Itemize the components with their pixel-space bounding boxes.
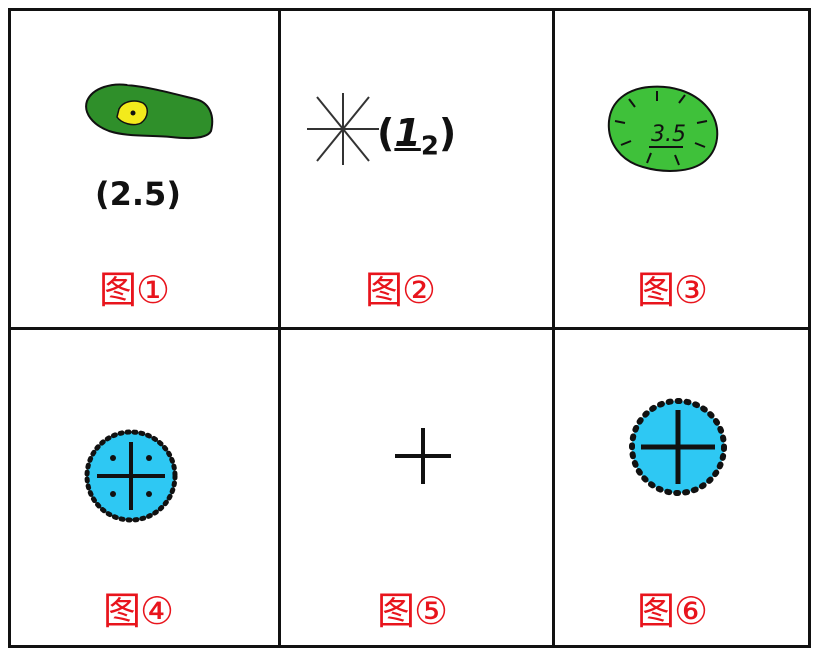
- label-sub: 2: [420, 131, 439, 162]
- figure-caption: 图②: [365, 268, 436, 312]
- figure-caption: 图③: [637, 268, 708, 312]
- figure-caption: 图④: [103, 589, 174, 633]
- cell-3: 3.5 图③: [555, 11, 811, 327]
- figure-caption: 图①: [99, 268, 170, 312]
- cell-4: 图④: [11, 330, 278, 648]
- small-survey-point-icon: [84, 429, 178, 523]
- point-label: (12): [377, 111, 456, 162]
- elevation-label: (2.5): [95, 175, 181, 213]
- cell-6: 图⑥: [555, 330, 811, 648]
- grid-divider: [11, 327, 808, 330]
- label-main: 1: [394, 111, 421, 155]
- symbol-grid: (2.5) 图① (12) 图②: [8, 8, 811, 648]
- cell-2: (12) 图②: [281, 11, 552, 327]
- label-close-paren: ): [438, 111, 457, 155]
- figure-caption: 图⑥: [637, 589, 708, 633]
- star-point-icon: [307, 93, 379, 165]
- forest-patch-icon: 3.5: [607, 85, 719, 172]
- depression-contour-icon: [85, 83, 214, 140]
- label-open-paren: (: [377, 111, 395, 155]
- cell-5: 图⑤: [281, 330, 552, 648]
- cell-1: (2.5) 图①: [11, 11, 278, 327]
- figure-caption: 图⑤: [377, 589, 448, 633]
- cross-mark-icon: [395, 428, 451, 484]
- large-survey-point-icon: [629, 398, 727, 496]
- forest-label: 3.5: [651, 122, 686, 147]
